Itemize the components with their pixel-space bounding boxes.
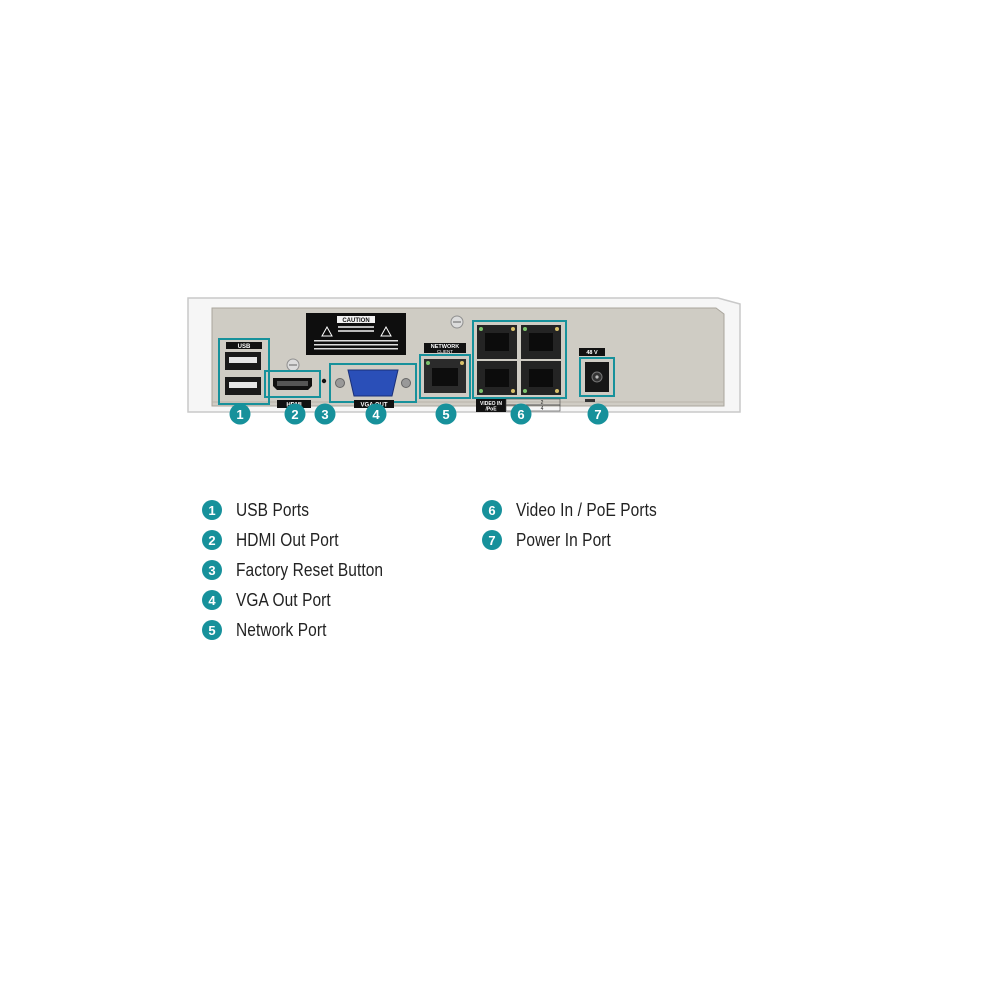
screw-icon [286,358,300,372]
legend-number-badge: 6 [482,500,502,520]
legend-item-vga-out-port: 4 VGA Out Port [202,585,407,615]
nvr-rear-panel-diagram: CAUTION USB HDMI [187,297,741,425]
legend-column-left: 1 USB Ports 2 HDMI Out Port 3 Factory Re… [202,495,407,645]
network-port[interactable]: NETWORK CLIENT [419,343,471,399]
legend-item-factory-reset-button: 3 Factory Reset Button [202,555,407,585]
callout-badge-3: 3 [314,403,336,425]
callout-badge-5: 5 [435,403,457,425]
legend-label: USB Ports [236,499,310,520]
callout-badge-4: 4 [365,403,387,425]
legend-column-right: 6 Video In / PoE Ports 7 Power In Port [482,495,680,555]
legend-item-power-in-port: 7 Power In Port [482,525,680,555]
legend-item-network-port: 5 Network Port [202,615,407,645]
callout-badge-1: 1 [229,403,251,425]
network-label: NETWORK [431,344,459,350]
video-in-label: VIDEO IN [480,401,502,407]
legend-label: VGA Out Port [236,589,331,610]
legend-label: Power In Port [516,529,611,550]
svg-text:6: 6 [517,407,524,422]
svg-text:5: 5 [442,407,449,422]
legend-number-badge: 7 [482,530,502,550]
poe-label: /PoE [485,407,497,413]
caution-sticker: CAUTION [306,313,406,355]
port-number: 2 [541,400,544,406]
svg-text:7: 7 [594,407,601,422]
legend-label: Factory Reset Button [236,559,384,580]
screw-icon [450,315,464,329]
callout-badge-6: 6 [510,403,532,425]
network-sub-label: CLIENT [437,349,453,354]
legend-item-video-in-poe-ports: 6 Video In / PoE Ports [482,495,680,525]
svg-text:1: 1 [236,407,243,422]
reset-button[interactable] [321,378,327,384]
video-in-poe-ports[interactable]: VIDEO IN /PoE 2 4 [472,320,567,413]
port-number: 4 [541,406,544,412]
usb-label: USB [238,344,251,350]
legend-label: Network Port [236,619,327,640]
power-in-port[interactable]: 48 V [579,348,615,402]
svg-text:4: 4 [372,407,380,422]
legend-item-hdmi-out-port: 2 HDMI Out Port [202,525,407,555]
legend-number-badge: 5 [202,620,222,640]
legend-number-badge: 2 [202,530,222,550]
legend-label: HDMI Out Port [236,529,339,550]
usb-ports[interactable]: USB [218,338,270,405]
legend-number-badge: 3 [202,560,222,580]
legend-item-usb-ports: 1 USB Ports [202,495,407,525]
callout-badge-2: 2 [284,403,306,425]
power-label: 48 V [586,350,598,356]
legend-number-badge: 1 [202,500,222,520]
rear-panel [211,307,725,407]
legend-number-badge: 4 [202,590,222,610]
legend-label: Video In / PoE Ports [516,499,657,520]
callout-badge-7: 7 [587,403,609,425]
caution-text: CAUTION [342,318,369,324]
svg-text:2: 2 [291,407,298,422]
svg-text:3: 3 [321,407,328,422]
